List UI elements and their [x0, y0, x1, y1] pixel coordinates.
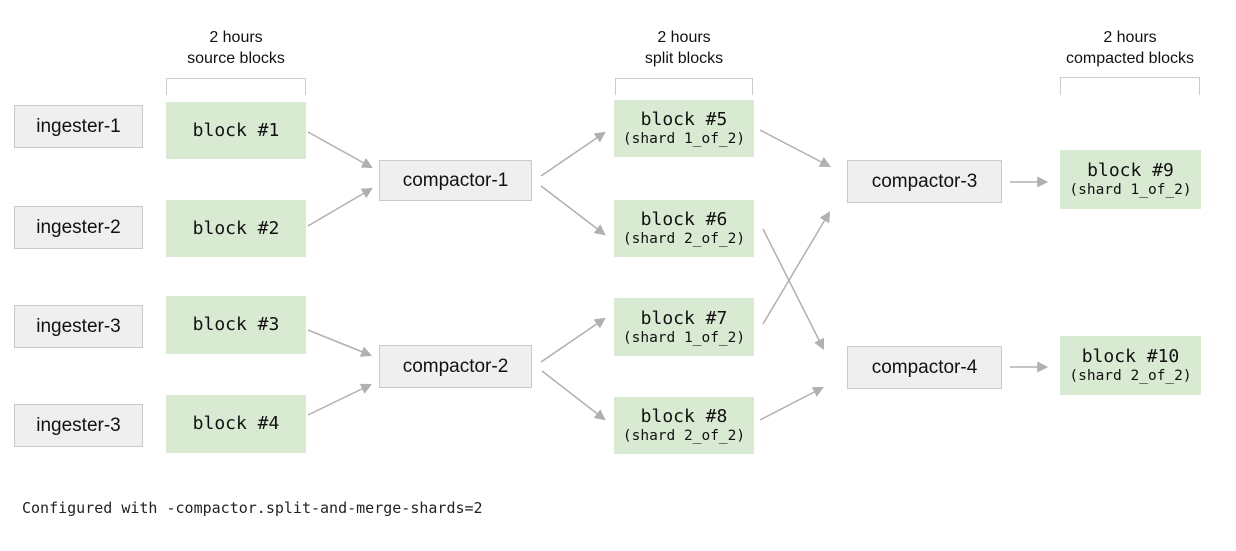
arrow-block-4-to-compactor-2 [307, 383, 372, 416]
block-6-label: block #6 [640, 209, 728, 230]
block-6: block #6 (shard 2_of_2) [614, 200, 754, 257]
arrow-block-8-to-compactor-4 [759, 386, 824, 421]
block-9: block #9 (shard 1_of_2) [1060, 150, 1201, 209]
block-10: block #10 (shard 2_of_2) [1060, 336, 1201, 395]
block-4-label: block #4 [192, 413, 280, 434]
header-split-blocks: 2 hours split blocks [594, 27, 774, 69]
header-split-line1: 2 hours [657, 29, 711, 46]
block-9-label: block #9 [1087, 160, 1174, 181]
arrow-block-1-to-compactor-1 [307, 131, 373, 169]
arrow-block-2-to-compactor-1 [307, 187, 373, 227]
header-compacted-blocks: 2 hours compacted blocks [1040, 27, 1220, 69]
block-10-shard: (shard 2_of_2) [1069, 368, 1192, 384]
block-1: block #1 [166, 102, 306, 159]
footer-config-text: Configured with -compactor.split-and-mer… [22, 499, 483, 517]
node-compactor-2: compactor-2 [379, 345, 532, 388]
block-7-label: block #7 [640, 307, 728, 329]
header-source-line1: 2 hours [209, 29, 263, 46]
block-8-label: block #8 [640, 406, 728, 427]
node-ingester-3a-label: ingester-3 [36, 316, 121, 337]
node-ingester-3a: ingester-3 [14, 305, 143, 348]
node-compactor-1: compactor-1 [379, 160, 532, 201]
block-3-label: block #3 [192, 314, 280, 335]
arrow-block-7-to-compactor-3 [762, 211, 831, 325]
header-source-line2: source blocks [187, 50, 285, 67]
block-2-label: block #2 [192, 217, 280, 239]
node-ingester-3b: ingester-3 [14, 404, 143, 447]
block-6-shard: (shard 2_of_2) [622, 231, 746, 247]
node-compactor-3: compactor-3 [847, 160, 1002, 203]
header-compacted-line2: compacted blocks [1065, 50, 1195, 67]
arrow-compactor-1-to-block-5 [540, 131, 606, 177]
node-compactor-1-label: compactor-1 [402, 170, 509, 191]
node-ingester-2-label: ingester-2 [36, 217, 121, 238]
node-ingester-3b-label: ingester-3 [36, 415, 121, 436]
arrow-block-3-to-compactor-2 [307, 329, 373, 357]
bracket-compacted-blocks [1060, 77, 1200, 95]
node-compactor-3-label: compactor-3 [871, 171, 978, 192]
block-8-shard: (shard 2_of_2) [622, 428, 746, 444]
bracket-split-blocks [615, 78, 753, 95]
block-1-label: block #1 [192, 119, 280, 141]
arrow-block-5-to-compactor-3 [759, 129, 831, 168]
block-7: block #7 (shard 1_of_2) [614, 298, 754, 356]
block-4: block #4 [166, 395, 306, 453]
node-ingester-1-label: ingester-1 [36, 116, 121, 137]
header-compacted-line1: 2 hours [1103, 29, 1157, 46]
arrow-block-6-to-compactor-4 [762, 228, 824, 350]
block-5: block #5 (shard 1_of_2) [614, 100, 754, 157]
arrow-compactor-1-to-block-6 [540, 185, 606, 236]
header-source-blocks: 2 hours source blocks [146, 27, 326, 69]
node-ingester-2: ingester-2 [14, 206, 143, 249]
header-split-line2: split blocks [644, 50, 724, 67]
arrow-compactor-2-to-block-8 [541, 370, 606, 421]
node-ingester-1: ingester-1 [14, 105, 143, 148]
block-8: block #8 (shard 2_of_2) [614, 397, 754, 454]
node-compactor-4: compactor-4 [847, 346, 1002, 389]
block-7-shard: (shard 1_of_2) [622, 329, 746, 346]
bracket-source-blocks [166, 78, 306, 95]
block-10-label: block #10 [1081, 346, 1180, 367]
block-5-label: block #5 [640, 109, 728, 130]
block-3: block #3 [166, 296, 306, 354]
node-compactor-4-label: compactor-4 [871, 357, 978, 378]
arrow-compactor-2-to-block-7 [540, 317, 606, 363]
block-9-shard: (shard 1_of_2) [1069, 182, 1192, 198]
block-5-shard: (shard 1_of_2) [622, 131, 746, 147]
node-compactor-2-label: compactor-2 [402, 356, 509, 377]
block-2: block #2 [166, 200, 306, 257]
